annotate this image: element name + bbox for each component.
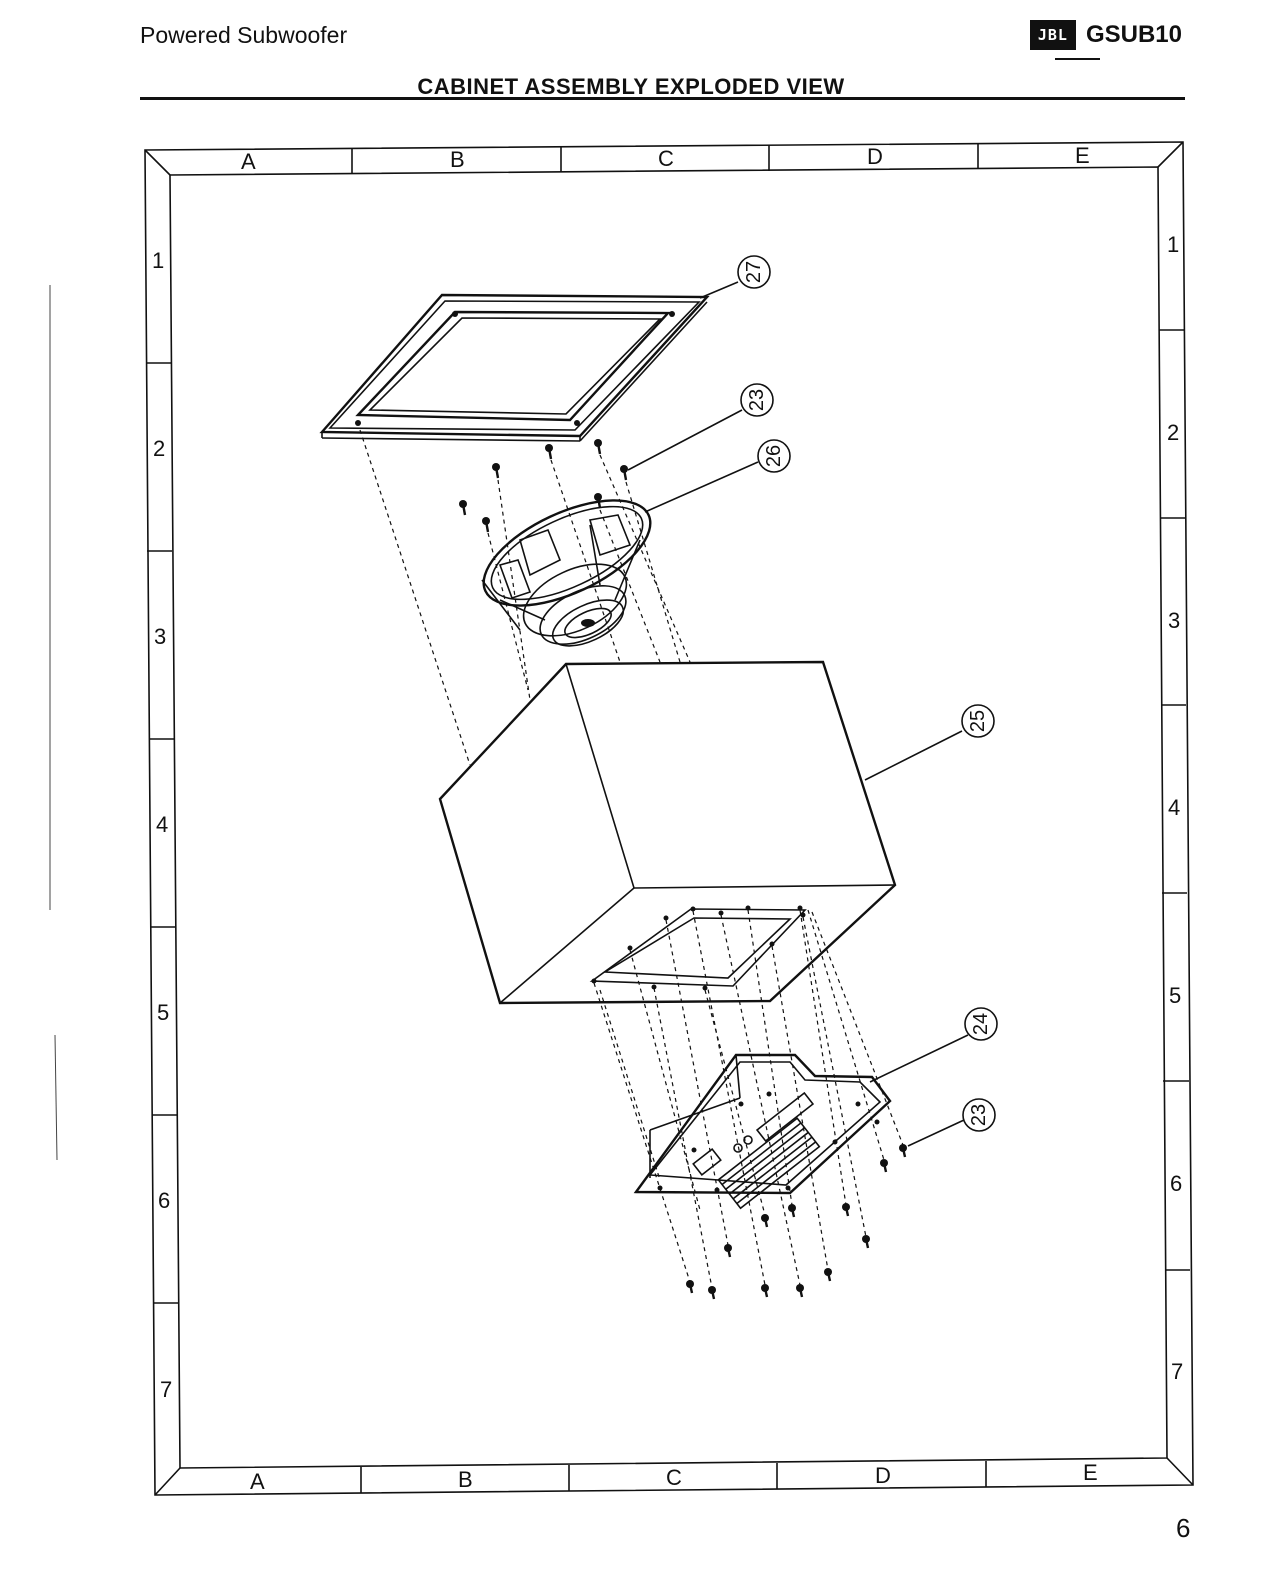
svg-text:27: 27 — [743, 261, 765, 283]
screw-icon — [862, 1235, 870, 1248]
screw-icon — [796, 1284, 804, 1297]
screw-icon — [788, 1204, 796, 1217]
row-label: 2 — [153, 436, 165, 461]
row-label: 4 — [156, 812, 168, 837]
svg-text:23: 23 — [746, 389, 768, 411]
row-label: 3 — [154, 624, 166, 649]
grid-row-labels-left: 1 2 3 4 5 6 7 — [152, 248, 172, 1402]
row-label: 2 — [1167, 420, 1179, 445]
amp-screws — [686, 1144, 907, 1299]
row-label: 1 — [152, 248, 164, 273]
col-label: B — [450, 147, 465, 172]
callout-27: 27 — [738, 256, 770, 288]
screw-icon — [824, 1268, 832, 1281]
col-label: B — [458, 1467, 473, 1492]
row-label: 1 — [1167, 232, 1179, 257]
col-label: E — [1083, 1460, 1098, 1485]
screw-icon — [492, 463, 500, 478]
callout-23-lower: 23 — [963, 1099, 995, 1131]
callout-26: 26 — [758, 440, 790, 472]
col-label: A — [241, 149, 256, 174]
screw-icon — [482, 517, 490, 532]
screw-icon — [545, 444, 553, 459]
screw-icon — [686, 1280, 694, 1293]
row-label: 7 — [1171, 1359, 1183, 1384]
row-label: 7 — [160, 1377, 172, 1402]
svg-text:26: 26 — [763, 445, 785, 467]
alignment-lines-lower — [594, 910, 903, 1288]
row-label: 3 — [1168, 608, 1180, 633]
screw-icon — [761, 1284, 769, 1297]
drawing-border — [145, 142, 1193, 1495]
leader-lines — [628, 282, 968, 1146]
grille-frame — [322, 295, 707, 441]
svg-text:25: 25 — [967, 710, 989, 732]
grid-row-labels-right: 1 2 3 4 5 6 7 — [1167, 232, 1183, 1384]
col-label: E — [1075, 143, 1090, 168]
callout-23-upper: 23 — [741, 384, 773, 416]
screw-icon — [842, 1203, 850, 1216]
svg-text:24: 24 — [970, 1013, 992, 1035]
row-label: 5 — [157, 1000, 169, 1025]
cabinet-bottom-opening — [592, 906, 806, 991]
screw-icon — [708, 1286, 716, 1299]
row-label: 6 — [158, 1188, 170, 1213]
callout-24: 24 — [965, 1008, 997, 1040]
screw-icon — [724, 1244, 732, 1257]
row-label: 5 — [1169, 983, 1181, 1008]
col-label: A — [250, 1469, 265, 1494]
alignment-lines-upper — [360, 430, 690, 765]
screw-icon — [459, 500, 467, 515]
cabinet-box — [440, 662, 895, 1003]
col-label: C — [658, 146, 674, 171]
screw-icon — [761, 1214, 769, 1227]
callout-25: 25 — [962, 705, 994, 737]
col-label: D — [867, 144, 883, 169]
row-label: 4 — [1168, 795, 1180, 820]
screw-icon — [594, 439, 602, 454]
row-label: 6 — [1170, 1171, 1182, 1196]
col-label: D — [875, 1463, 891, 1488]
scan-margin-marks — [50, 285, 57, 1160]
page-number: 6 — [1176, 1513, 1190, 1544]
svg-text:23: 23 — [968, 1104, 990, 1126]
screw-icon — [620, 465, 628, 480]
col-label: C — [666, 1465, 682, 1490]
grid-column-labels-bottom: A B C D E — [250, 1460, 1098, 1494]
screw-icon — [899, 1144, 907, 1157]
screw-icon — [880, 1159, 888, 1172]
amplifier-module — [636, 1055, 890, 1208]
